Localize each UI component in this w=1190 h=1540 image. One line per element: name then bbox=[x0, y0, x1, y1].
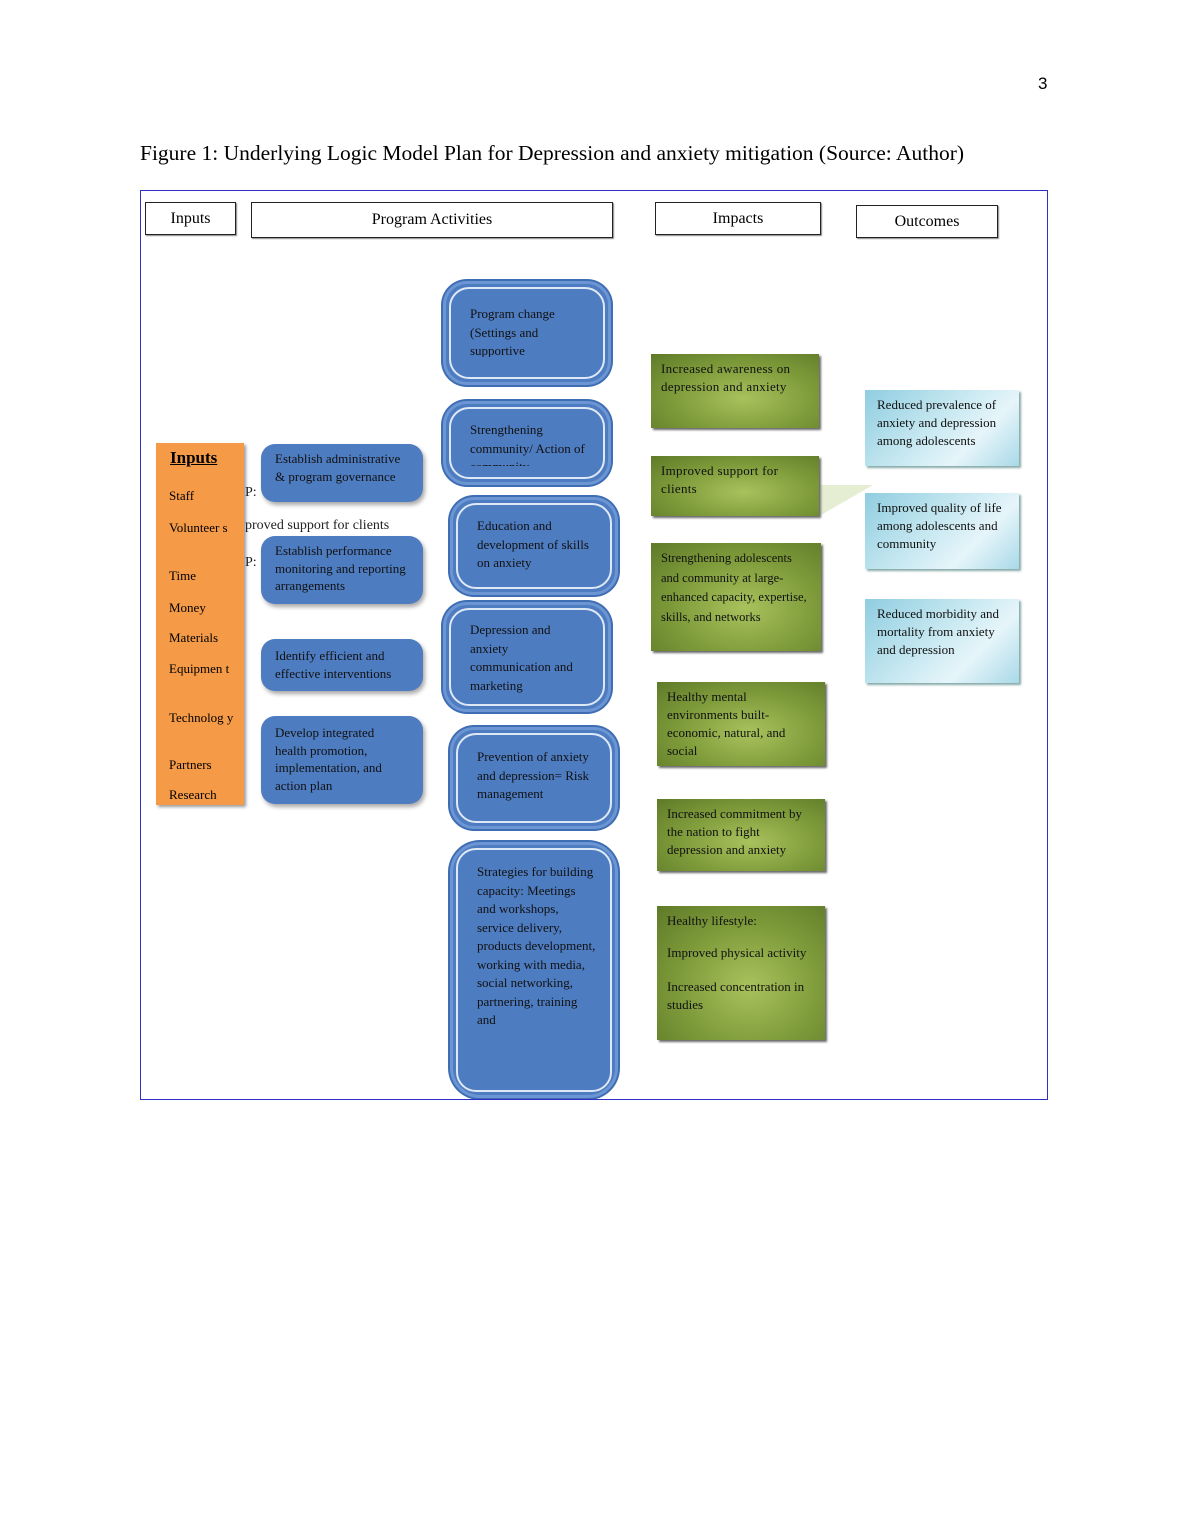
activity-text: Identify efficient and effective interve… bbox=[275, 648, 392, 681]
activity-box: Develop integrated health promotion, imp… bbox=[261, 716, 423, 804]
outcome-box: Reduced morbidity and mortality from anx… bbox=[865, 599, 1019, 683]
input-item: Volunteer s bbox=[169, 520, 228, 535]
program-text: Strengthening community/ Action of commu… bbox=[470, 422, 585, 466]
outcome-text: Reduced morbidity and mortality from anx… bbox=[877, 606, 1000, 657]
program-box: Education and development of skills on a… bbox=[450, 497, 618, 595]
input-item: Research bbox=[169, 787, 217, 802]
logic-model-diagram: Inputs Program Activities Impacts Outcom… bbox=[140, 190, 1048, 1100]
program-box: Prevention of anxiety and depression= Ri… bbox=[450, 727, 618, 829]
input-item: Time bbox=[169, 568, 196, 583]
impact-text: Increased commitment by the nation to fi… bbox=[667, 806, 803, 857]
input-item: Technolog y bbox=[169, 710, 234, 725]
healthy-lifestyle-title: Healthy lifestyle: bbox=[667, 913, 757, 928]
input-item: Money bbox=[169, 600, 206, 615]
header-inputs-label: Inputs bbox=[170, 209, 211, 227]
outcome-text: Improved quality of life among adolescen… bbox=[877, 500, 1002, 551]
input-item: Materials bbox=[169, 630, 219, 645]
activity-text: Establish performance monitoring and rep… bbox=[275, 543, 406, 593]
impact-text: Strengthening adolescents and community … bbox=[661, 551, 807, 624]
impact-box: Healthy mental environments built- econo… bbox=[657, 682, 825, 766]
impact-text: Healthy mental environments built- econo… bbox=[667, 689, 786, 758]
header-impacts-label: Impacts bbox=[712, 209, 764, 227]
input-item: Partners bbox=[169, 757, 212, 772]
healthy-lifestyle-line: Increased concentration in studies bbox=[667, 979, 805, 1012]
header-impacts: Impacts bbox=[655, 202, 821, 235]
header-program-activities-label: Program Activities bbox=[371, 211, 493, 228]
program-box: Strengthening community/ Action of commu… bbox=[443, 401, 611, 485]
activity-box: Establish performance monitoring and rep… bbox=[261, 536, 423, 604]
connector-arrow bbox=[821, 485, 873, 515]
program-box: Depression and anxiety communication and… bbox=[443, 602, 611, 712]
header-inputs: Inputs bbox=[145, 202, 236, 235]
header-outcomes-label: Outcomes bbox=[894, 212, 960, 230]
stray-text: P: bbox=[245, 485, 257, 500]
input-item: Staff bbox=[169, 488, 195, 503]
figure-caption: Figure 1: Underlying Logic Model Plan fo… bbox=[140, 141, 965, 165]
inputs-panel-title: Inputs bbox=[170, 448, 218, 467]
program-text: Program change (Settings and supportive … bbox=[470, 306, 555, 357]
header-outcomes: Outcomes bbox=[856, 205, 998, 238]
program-text: Depression and anxiety communication and… bbox=[470, 622, 573, 693]
outcome-box: Reduced prevalence of anxiety and depres… bbox=[865, 390, 1019, 466]
activity-box: Identify efficient and effective interve… bbox=[261, 639, 423, 691]
header-program-activities: Program Activities bbox=[251, 202, 613, 238]
activity-text: Establish administrative & program gover… bbox=[275, 451, 401, 484]
program-text: Education and development of skills on a… bbox=[477, 518, 589, 570]
stray-text: proved support for clients bbox=[245, 518, 390, 533]
healthy-lifestyle-line: Improved physical activity bbox=[667, 945, 807, 960]
impact-box: Strengthening adolescents and community … bbox=[651, 543, 821, 651]
program-text: Strategies for building capacity: Meetin… bbox=[477, 864, 596, 1027]
impact-box: Improved support for clients bbox=[651, 456, 819, 516]
impact-text: Improved support for clients bbox=[661, 463, 779, 496]
impact-box-healthy-lifestyle: Healthy lifestyle: Improved physical act… bbox=[657, 906, 825, 1040]
stray-text: P: bbox=[245, 555, 257, 570]
inputs-panel: Inputs Staff Volunteer s Time Money Mate… bbox=[156, 443, 244, 805]
outcome-text: Reduced prevalence of anxiety and depres… bbox=[877, 397, 997, 448]
page-number: 3 bbox=[1038, 74, 1048, 93]
activity-text: Develop integrated health promotion, imp… bbox=[275, 725, 382, 793]
impact-text: Increased awareness on depression and an… bbox=[661, 361, 791, 394]
input-item: Equipmen t bbox=[169, 661, 230, 676]
activity-box: Establish administrative & program gover… bbox=[261, 444, 423, 502]
program-box: Program change (Settings and supportive … bbox=[443, 281, 611, 385]
outcome-box: Improved quality of life among adolescen… bbox=[865, 493, 1019, 569]
program-box: Strategies for building capacity: Meetin… bbox=[450, 842, 618, 1098]
impact-box: Increased awareness on depression and an… bbox=[651, 354, 819, 428]
impact-box: Increased commitment by the nation to fi… bbox=[657, 799, 825, 871]
program-text: Prevention of anxiety and depression= Ri… bbox=[477, 749, 590, 801]
